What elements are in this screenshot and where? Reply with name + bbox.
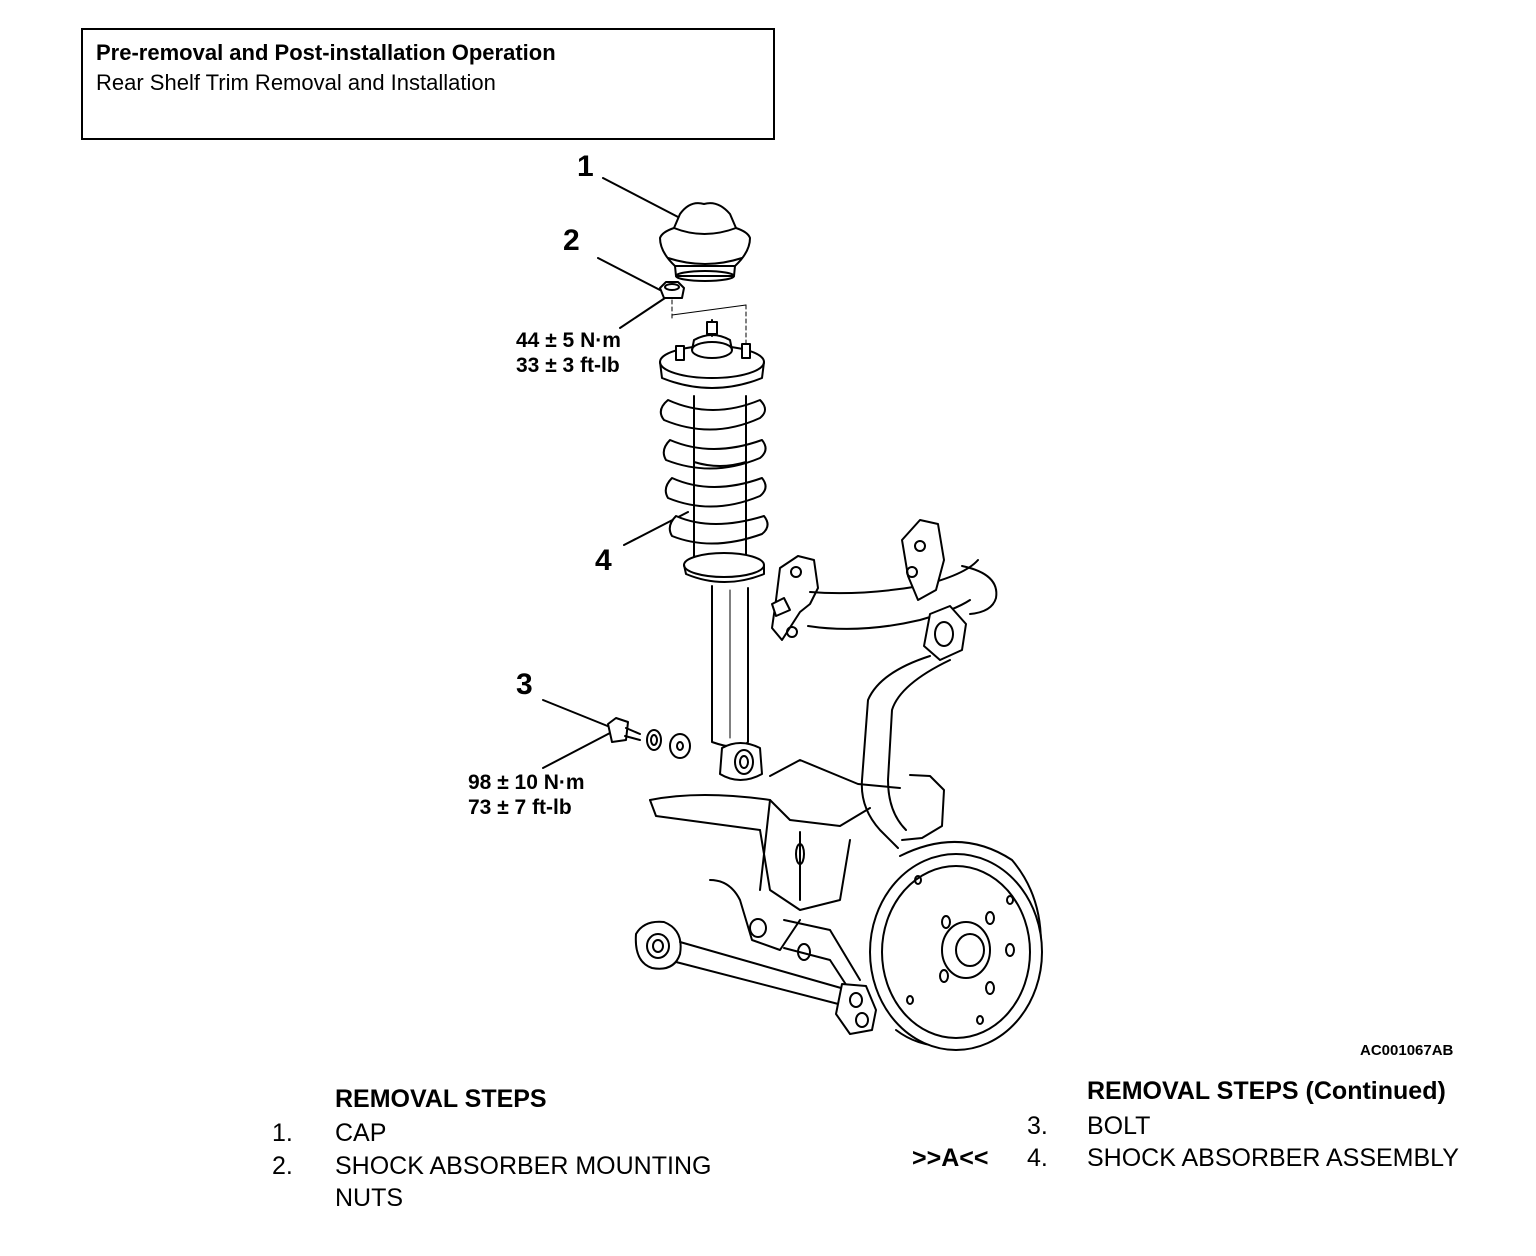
mounting-nut-part — [659, 281, 747, 346]
service-point-ref-a: >>A<< — [912, 1144, 989, 1172]
cap-part — [659, 202, 751, 282]
removal-step-1: 1. CAP — [272, 1117, 772, 1149]
removal-step-2-label-continued: NUTS — [335, 1184, 404, 1212]
leader-line-3 — [542, 699, 611, 728]
removal-step-2: 2. SHOCK ABSORBER MOUNTING NUTS — [272, 1150, 772, 1214]
pre-removal-subtitle: Rear Shelf Trim Removal and Installation — [96, 70, 496, 95]
removal-step-3: 3. BOLT — [1027, 1110, 1507, 1142]
removal-step-3-number: 3. — [1027, 1112, 1048, 1140]
torque-spec-nut-metric: 44 ± 5 N·m — [516, 329, 621, 352]
callout-3: 3 — [516, 668, 533, 701]
pre-removal-box: Pre-removal and Post-installation Operat… — [81, 28, 775, 140]
removal-step-1-number: 1. — [272, 1119, 293, 1147]
stabilizer-bar — [771, 519, 998, 661]
leader-line-torque-2 — [619, 295, 669, 329]
figure-id: AC001067AB — [1360, 1042, 1454, 1059]
torque-spec-nut: 44 ± 5 N·m 33 ± 3 ft-lb — [516, 328, 621, 378]
trailing-arm — [649, 655, 951, 1001]
bolt-part — [607, 717, 691, 759]
lateral-rod — [634, 920, 877, 1035]
removal-step-2-label: SHOCK ABSORBER MOUNTING — [335, 1152, 712, 1180]
leader-lines — [542, 177, 689, 769]
torque-spec-bolt-imperial: 73 ± 7 ft-lb — [468, 796, 572, 819]
shock-absorber-assembly — [659, 319, 769, 781]
callout-2: 2 — [563, 224, 580, 257]
brake-drum — [869, 841, 1043, 1051]
removal-steps-continued-heading: REMOVAL STEPS (Continued) — [1087, 1077, 1446, 1105]
leader-line-torque-3 — [542, 732, 611, 769]
leader-line-2 — [597, 257, 661, 291]
removal-step-4-number: 4. — [1027, 1144, 1048, 1172]
removal-step-4: 4. SHOCK ABSORBER ASSEMBLY — [1027, 1142, 1507, 1174]
torque-spec-bolt-metric: 98 ± 10 N·m — [468, 771, 585, 794]
removal-step-2-number: 2. — [272, 1152, 293, 1180]
removal-step-4-label: SHOCK ABSORBER ASSEMBLY — [1087, 1144, 1459, 1172]
torque-spec-bolt: 98 ± 10 N·m 73 ± 7 ft-lb — [468, 770, 585, 820]
torque-spec-nut-imperial: 33 ± 3 ft-lb — [516, 354, 620, 377]
removal-steps-heading: REMOVAL STEPS — [335, 1085, 547, 1113]
removal-step-1-label: CAP — [335, 1119, 387, 1147]
pre-removal-title: Pre-removal and Post-installation Operat… — [96, 40, 556, 65]
callout-4: 4 — [595, 544, 612, 577]
callout-1: 1 — [577, 150, 594, 183]
leader-line-1 — [602, 177, 681, 219]
removal-step-3-label: BOLT — [1087, 1112, 1151, 1140]
